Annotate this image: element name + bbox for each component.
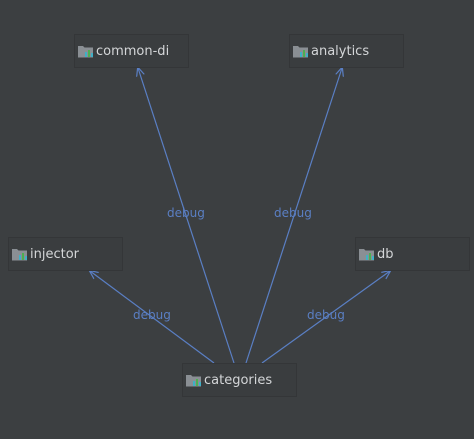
module-label: db xyxy=(377,246,394,262)
module-node-db[interactable]: db xyxy=(355,237,470,271)
edge-categories-common-di xyxy=(138,68,235,364)
module-label: analytics xyxy=(311,43,370,59)
module-node-injector[interactable]: injector xyxy=(8,237,123,271)
module-node-categories[interactable]: categories xyxy=(182,363,297,397)
edge-label-analytics: debug xyxy=(274,206,312,220)
module-label: injector xyxy=(30,246,80,262)
module-node-common-di[interactable]: common-di xyxy=(74,34,189,68)
module-icon xyxy=(12,249,27,261)
module-label: categories xyxy=(204,372,273,388)
module-icon xyxy=(293,46,308,58)
module-icon xyxy=(186,375,201,387)
edge-label-db: debug xyxy=(307,308,345,322)
edge-categories-analytics xyxy=(245,68,342,364)
edge-categories-injector xyxy=(90,271,215,364)
module-node-analytics[interactable]: analytics xyxy=(289,34,404,68)
edge-label-common-di: debug xyxy=(167,206,205,220)
edge-categories-db xyxy=(261,271,390,364)
module-icon xyxy=(359,249,374,261)
edge-label-injector: debug xyxy=(133,308,171,322)
module-label: common-di xyxy=(96,43,170,59)
module-icon xyxy=(78,46,93,58)
